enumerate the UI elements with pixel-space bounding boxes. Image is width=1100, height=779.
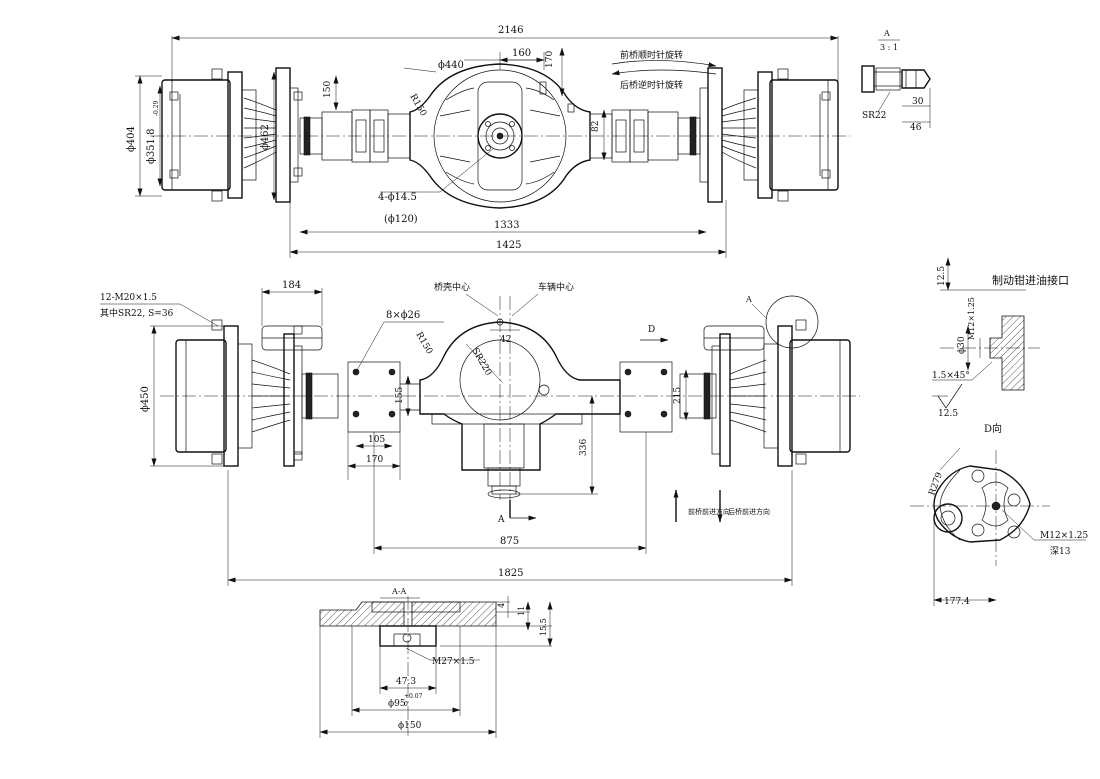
detail-a-label: A [883, 29, 890, 38]
dim-phi450: ϕ450 [140, 386, 151, 412]
dim-184: 184 [282, 280, 301, 291]
dim-phi351: ϕ351.8 [146, 129, 157, 164]
view-d-title: D向 [984, 422, 1002, 435]
dim-170-front: 170 [366, 455, 383, 465]
holes-8-phi26: 8×ϕ26 [386, 310, 420, 321]
dim-sr220: SR220 [469, 347, 493, 378]
view-d-dim-177-4: 177.4 [944, 597, 970, 607]
section-thread: M27×1.5 [432, 657, 475, 667]
dim-42: 42 [500, 335, 511, 345]
dim-1333: 1333 [494, 220, 519, 231]
brake-dim-12-5-top: 12.5 [937, 266, 947, 286]
dim-phi462: ϕ462 [260, 124, 271, 150]
dim-155: 155 [395, 387, 405, 404]
brake-dim-phi30: ϕ30 [957, 336, 967, 354]
dim-82: 82 [591, 121, 601, 132]
top-view: 2146 [126, 25, 850, 258]
dim-160: 160 [512, 48, 531, 59]
bolts-note: 其中SR22, S=36 [100, 307, 174, 319]
rear-axle-direction: 后桥前进方向 [728, 507, 770, 516]
detail-a-sr22: SR22 [862, 111, 886, 121]
dim-336: 336 [579, 439, 589, 456]
dim-875: 875 [500, 536, 519, 547]
dim-phi404: ϕ404 [126, 126, 137, 152]
housing-center-label: 桥壳中心 [434, 281, 470, 293]
detail-a-dim-46: 46 [910, 123, 922, 133]
detail-a-scale: 3 : 1 [880, 43, 898, 52]
dim-phi351-tol: -0.29 [153, 100, 160, 116]
dim-phi440: ϕ440 [438, 60, 464, 71]
view-d-thread: M12×1.25 [1040, 531, 1089, 541]
brake-port-title: 制动钳进油接口 [992, 273, 1069, 287]
dim-overall-width: 2146 [498, 25, 523, 36]
dim-170-top: 170 [545, 51, 555, 68]
detail-a: A 3 : 1 SR22 30 46 [861, 29, 931, 133]
section-dim-phi95: ϕ95 [388, 699, 406, 709]
section-dim-4: 4 [497, 603, 506, 608]
section-dim-15-5: 15.5 [539, 618, 548, 636]
dim-1425: 1425 [496, 240, 521, 251]
dim-holes-pcd: (ϕ120) [384, 214, 418, 225]
dim-1825: 1825 [498, 568, 523, 579]
section-dim-47-3: 47.3 [396, 677, 416, 687]
bolts-label: 12-M20×1.5 [100, 293, 157, 303]
brake-chamfer: 1.5×45° [932, 371, 970, 381]
view-d-marker: D [648, 325, 655, 335]
rotation-front-label: 前桥顺时针旋转 [620, 49, 683, 61]
section-dim-phi95-tol-up: +0.07 [404, 693, 423, 700]
section-dim-11: 11 [517, 606, 526, 616]
detail-a-dim-30: 30 [912, 97, 924, 107]
view-d-depth: 深13 [1050, 546, 1071, 557]
dim-105: 105 [368, 435, 385, 445]
section-dim-phi150: ϕ150 [398, 721, 422, 731]
dim-4-holes: 4-ϕ14.5 [378, 192, 417, 203]
brake-thread: M12×1.25 [967, 297, 976, 340]
section-a-a: A-A 4 11 15.5 M27×1.5 47.3 ϕ95 +0.07 0 [319, 587, 553, 738]
brake-port-detail: 制动钳进油接口 12.5 ϕ30 M12×1.25 1.5×45° 12.5 [932, 257, 1069, 419]
front-axle-direction: 前桥前进方向 [688, 507, 730, 516]
view-a-marker: A [497, 515, 505, 525]
dim-r150-front: R150 [413, 331, 434, 357]
detail-a-marker: A [745, 295, 752, 304]
brake-roughness: 12.5 [938, 409, 958, 419]
section-aa-title: A-A [391, 587, 406, 596]
front-view: A D 184 12-M20×1.5 其中SR22, S=36 8×ϕ26 桥壳… [100, 280, 860, 586]
vehicle-center-label: 车辆中心 [538, 281, 574, 293]
view-d-detail: D向 R279 M12×1.25 深13 177.4 [910, 422, 1089, 607]
section-dim-phi95-tol-low: 0 [404, 701, 408, 708]
rotation-rear-label: 后桥逆时针旋转 [620, 79, 683, 91]
dim-150-top: 150 [323, 81, 333, 98]
dim-215: 215 [673, 387, 683, 404]
